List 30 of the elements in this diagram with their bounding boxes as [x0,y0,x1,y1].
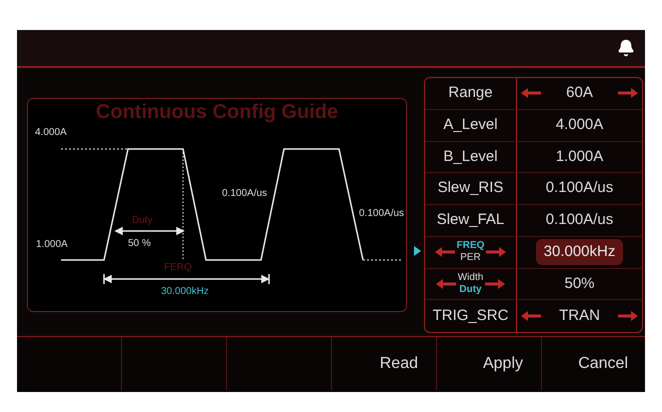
parameter-label: B_Level [443,146,498,167]
parameter-value: TRAN [559,306,600,326]
mode-option: FREQ [456,240,484,252]
parameter-label: TRIG_SRC [432,306,508,326]
parameter-value: 0.100A/us [546,178,614,198]
level-label: 4.000A [35,127,67,139]
frequency-label: FERQ [164,262,192,274]
mode-option: PER [460,252,481,264]
mode-option: Duty [459,284,482,296]
guide-title: Continuous Config Guide [94,100,340,124]
softkey-button: Cancel [542,337,646,390]
parameter-value: 0.100A/us [546,210,614,230]
slew-label: 0.100A/us [359,208,404,220]
value-field: 30.000kHz [536,238,624,266]
parameter-value: 50% [564,274,595,294]
slew-label: 0.100A/us [222,188,268,200]
parameter-label: Range [448,83,493,104]
parameter-value: 1.000A [556,146,604,167]
softkey-button: Read [332,337,436,390]
frequency-value: 30.000kHz [161,286,209,298]
parameter-value: 60A [566,83,593,104]
level-label: 1.000A [36,239,68,251]
parameter-label: Slew_FAL [436,210,504,230]
softkey-button: Apply [437,337,541,390]
parameter-label: A_Level [443,114,498,135]
parameter-value: 4.000A [556,114,604,135]
mode-option: Width [458,272,484,284]
duty-label: Duty [132,215,153,227]
parameter-label: Slew_RIS [438,178,504,198]
duty-value: 50 % [128,238,151,250]
